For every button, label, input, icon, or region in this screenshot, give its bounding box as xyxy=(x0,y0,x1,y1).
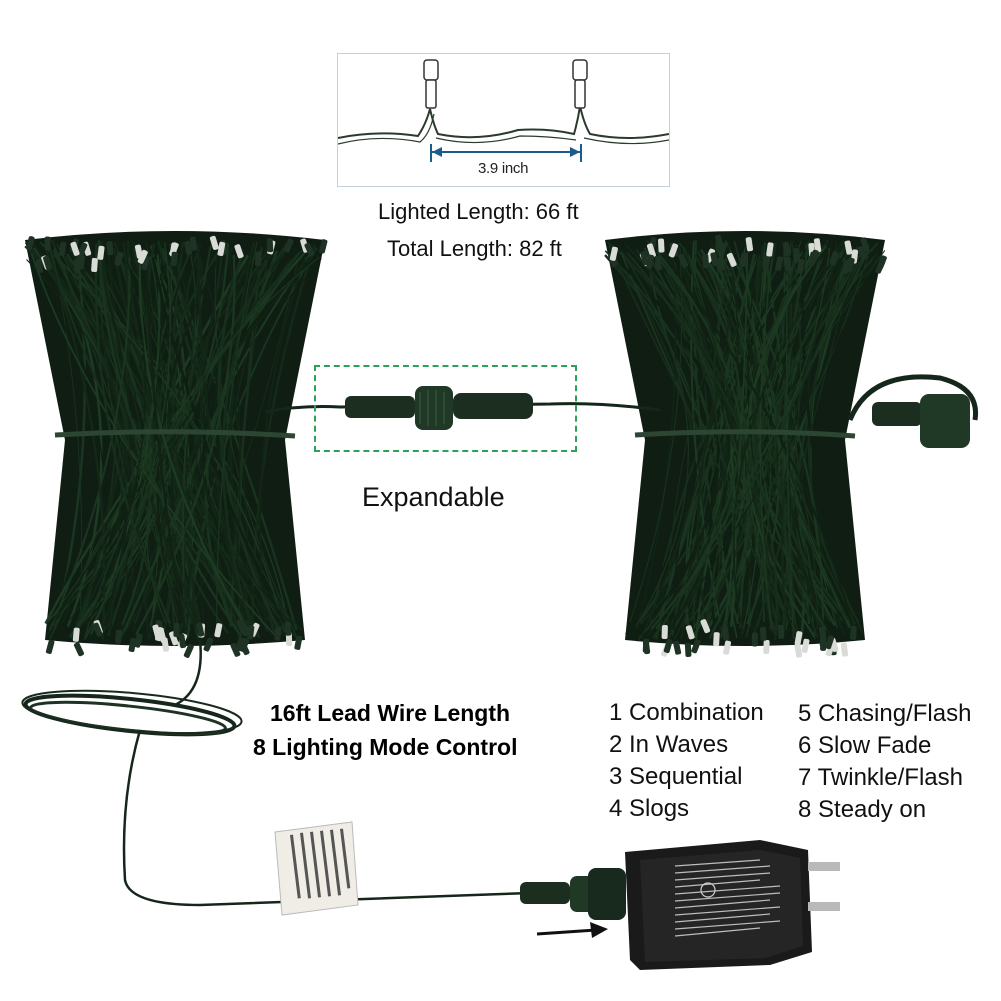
spacing-label: 3.9 inch xyxy=(478,160,529,177)
expandable-highlight-box xyxy=(314,365,577,452)
mode-item: 1 Combination xyxy=(609,699,764,726)
bulb-spacing-diagram xyxy=(338,59,669,162)
expandable-label: Expandable xyxy=(362,482,505,512)
lead-wire-label: 16ft Lead Wire Length xyxy=(270,700,511,726)
connecting-wire xyxy=(264,402,661,414)
mode-item: 2 In Waves xyxy=(609,731,729,758)
measure-arrow xyxy=(430,144,582,162)
right-light-bundle xyxy=(604,231,887,658)
mode-item: 3 Sequential xyxy=(609,763,743,790)
controller-plug-connector xyxy=(520,868,626,920)
mode-item: 6 Slow Fade xyxy=(798,732,932,759)
bulb-icon xyxy=(572,59,588,109)
bulb-icon xyxy=(423,59,439,109)
mode-item: 8 Steady on xyxy=(798,796,927,823)
mode-control-label: 8 Lighting Mode Control xyxy=(253,734,518,760)
mode-item: 5 Chasing/Flash xyxy=(798,700,972,727)
end-connector xyxy=(847,374,979,448)
bulb-spacing-inset xyxy=(337,53,670,187)
lead-wire-coil xyxy=(21,639,531,907)
left-light-bundle xyxy=(24,231,328,658)
mode-item: 7 Twinkle/Flash xyxy=(798,764,963,791)
power-adapter xyxy=(625,840,840,970)
total-length: Total Length: 82 ft xyxy=(387,236,562,261)
label-tag xyxy=(274,821,359,916)
arrow-icon xyxy=(536,922,608,938)
mode-item: 4 Slogs xyxy=(609,795,690,822)
lighted-length: Lighted Length: 66 ft xyxy=(378,199,579,224)
expandable-connector xyxy=(345,386,533,430)
